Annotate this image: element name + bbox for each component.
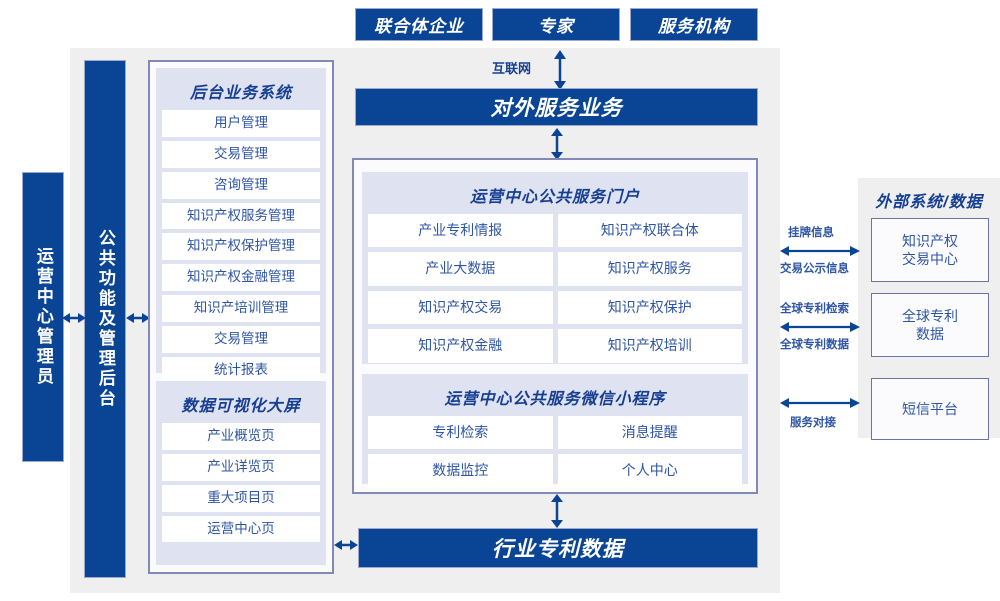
list-item[interactable]: 用户管理 [162,110,320,137]
list-item[interactable]: 个人中心 [557,454,742,488]
external-box-line1: 知识产权 [902,232,958,249]
operations-center-admin-label: 运营中心管理员 [33,247,53,387]
wechat-miniprogram-grid: 专利检索 消息提醒 数据监控 个人中心 [368,416,742,488]
list-item[interactable]: 知识产权服务 [557,252,742,286]
external-arrow-label-listing-info: 挂牌信息 [788,227,834,239]
public-service-portal-grid: 产业专利情报 知识产权联合体 产业大数据 知识产权服务 知识产权交易 知识产权保… [368,214,742,363]
internet-connector-label: 互联网 [492,61,532,76]
list-item[interactable]: 知识产权服务管理 [162,202,320,230]
external-service-business-bar[interactable]: 对外服务业务 [355,88,758,126]
industry-patent-data-bar[interactable]: 行业专利数据 [358,528,758,568]
internet-double-arrow-icon [554,50,566,90]
list-item[interactable]: 知识产权联合体 [557,214,742,248]
dataviz-to-patent-data-double-arrow-icon [334,540,358,550]
list-item[interactable]: 专利检索 [368,416,553,450]
list-item[interactable]: 知识产权保护 [557,290,742,325]
external-box-line1: 短信平台 [902,400,958,417]
external-box-line2: 数据 [916,326,944,342]
public-service-portal-panel: 运营中心公共服务门户 产业专利情报 知识产权联合体 产业大数据 知识产权服务 知… [362,172,748,364]
list-item[interactable]: 知识产权交易 [368,290,553,325]
sidebar-item-operations-center-admin[interactable]: 运营中心管理员 [22,172,64,462]
top-actor-label: 专家 [538,17,574,36]
external-system-ip-trading-center[interactable]: 知识产权 交易中心 [871,218,989,282]
list-item[interactable]: 交易管理 [162,325,320,353]
external-arrow-3-double-arrow-icon [780,398,860,408]
list-item[interactable]: 产业专利情报 [368,214,553,248]
list-item[interactable]: 知识产权金融 [368,329,553,363]
public-function-admin-backend-label: 公共功能及管理后台 [95,229,115,409]
list-item[interactable]: 知识产权培训 [557,329,742,363]
external-arrow-1-double-arrow-icon [780,246,860,256]
external-arrow-label-global-patent-data: 全球专利数据 [780,339,849,351]
list-item[interactable]: 产业大数据 [368,252,553,286]
list-item[interactable]: 重大项目页 [162,484,320,512]
service-to-portal-double-arrow-icon [551,128,563,160]
external-arrow-label-global-patent-search: 全球专利检索 [780,303,849,315]
data-visualization-panel: 数据可视化大屏 产业概览页 产业详览页 重大项目页 运营中心页 [156,381,326,565]
external-arrow-label-trade-disclosure-info: 交易公示信息 [780,263,849,275]
list-item[interactable]: 统计报表 [162,356,320,384]
list-item[interactable]: 知识产权保护管理 [162,233,320,261]
top-actor-union-enterprise[interactable]: 联合体企业 [355,8,483,41]
top-actor-label: 联合体企业 [374,17,464,36]
portal-to-patent-data-double-arrow-icon [551,494,563,528]
external-arrow-2-double-arrow-icon [780,322,860,332]
backend-business-system-panel: 后台业务系统 用户管理 交易管理 咨询管理 知识产权服务管理 知识产权保护管理 … [156,68,326,384]
top-actor-expert[interactable]: 专家 [492,8,620,41]
external-box-line1: 全球专利 [902,307,958,324]
data-visualization-title: 数据可视化大屏 [181,398,301,415]
admin-to-backend-double-arrow-icon [62,313,86,323]
sidebar-item-public-function-admin-backend[interactable]: 公共功能及管理后台 [84,60,126,578]
list-item[interactable]: 消息提醒 [557,416,742,450]
list-item[interactable]: 知识产培训管理 [162,295,320,322]
backend-business-system-list: 用户管理 交易管理 咨询管理 知识产权服务管理 知识产权保护管理 知识产权金融管… [162,110,320,384]
list-item[interactable]: 咨询管理 [162,171,320,199]
wechat-miniprogram-panel: 运营中心公共服务微信小程序 专利检索 消息提醒 数据监控 个人中心 [362,374,748,488]
wechat-miniprogram-title: 运营中心公共服务微信小程序 [444,391,666,408]
data-visualization-list: 产业概览页 产业详览页 重大项目页 运营中心页 [162,423,320,543]
top-actor-label: 服务机构 [658,17,730,36]
top-actor-service-agency[interactable]: 服务机构 [630,8,758,41]
list-item[interactable]: 产业概览页 [162,423,320,450]
public-service-portal-title: 运营中心公共服务门户 [469,189,640,206]
external-box-line2: 交易中心 [902,251,958,267]
list-item[interactable]: 运营中心页 [162,515,320,543]
list-item[interactable]: 知识产权金融管理 [162,264,320,292]
external-system-global-patent-data[interactable]: 全球专利 数据 [871,293,989,357]
industry-patent-data-label: 行业专利数据 [492,538,624,561]
external-arrow-label-service-docking: 服务对接 [790,417,836,429]
external-systems-title: 外部系统/数据 [875,194,983,211]
backend-business-system-title: 后台业务系统 [189,85,292,102]
backend-to-business-panel-double-arrow-icon [126,313,150,323]
list-item[interactable]: 产业详览页 [162,453,320,481]
list-item[interactable]: 交易管理 [162,140,320,168]
external-system-sms-platform[interactable]: 短信平台 [871,378,989,440]
list-item[interactable]: 数据监控 [368,454,553,488]
external-service-business-label: 对外服务业务 [490,97,623,120]
